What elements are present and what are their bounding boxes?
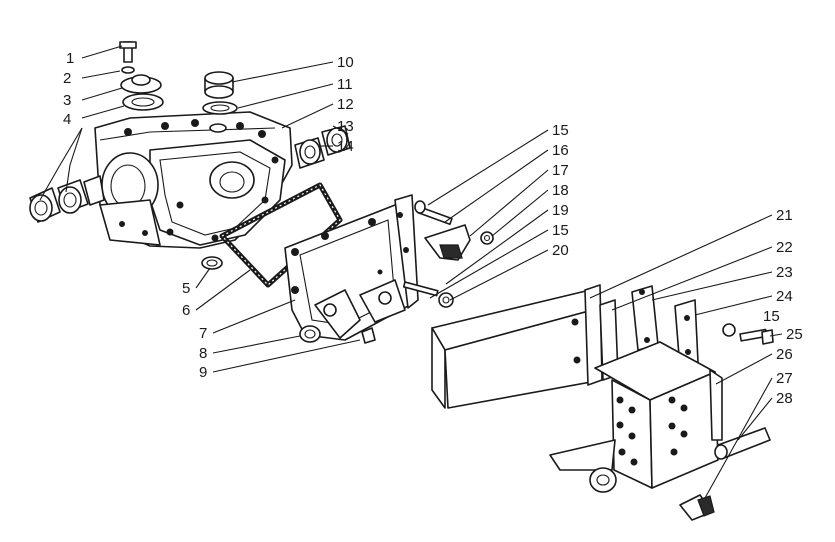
hitch-block-26 — [549, 341, 723, 493]
callout-22: 22 — [776, 239, 793, 256]
callout-20: 20 — [552, 242, 569, 259]
callout-7: 7 — [199, 325, 207, 342]
callout-15-a: 15 — [552, 122, 569, 139]
left-bushings — [29, 175, 105, 223]
washer-18 — [480, 231, 494, 245]
latch-17 — [424, 224, 471, 261]
callout-18: 18 — [552, 182, 569, 199]
callout-11: 11 — [337, 76, 353, 93]
bolt-19-20 — [402, 281, 454, 308]
callout-23: 23 — [776, 264, 793, 281]
callout-8: 8 — [199, 345, 207, 362]
callout-12: 12 — [337, 96, 354, 113]
callout-15-b: 15 — [552, 222, 569, 239]
callout-16: 16 — [552, 142, 569, 159]
callout-19: 19 — [552, 202, 569, 219]
callout-3: 3 — [63, 92, 71, 109]
callout-1: 1 — [66, 50, 74, 67]
callout-28: 28 — [776, 390, 793, 407]
callout-15-c: 15 — [763, 308, 780, 325]
right-bushings — [294, 125, 351, 169]
callout-5: 5 — [182, 280, 190, 297]
gear-housing — [94, 111, 293, 249]
callout-24: 24 — [776, 288, 793, 305]
grease-nipple-9 — [361, 327, 376, 344]
callout-4: 4 — [63, 111, 71, 128]
callout-25: 25 — [786, 326, 803, 343]
link-23 — [631, 285, 659, 351]
cover-plate-7 — [284, 194, 419, 341]
pin-28 — [714, 427, 771, 460]
gasket-6 — [219, 182, 343, 288]
washer-5 — [201, 256, 223, 270]
callout-6: 6 — [182, 302, 190, 319]
callout-10: 10 — [337, 54, 354, 71]
bolt-15-16 — [414, 200, 453, 226]
callout-2: 2 — [63, 70, 71, 87]
callout-numbers: 1 2 3 4 5 6 7 8 9 10 11 12 13 14 15 16 1… — [63, 50, 803, 407]
screw-27 — [679, 494, 715, 521]
top-small-parts — [119, 41, 238, 115]
callout-27: 27 — [776, 370, 793, 387]
callout-21: 21 — [776, 207, 793, 224]
callout-9: 9 — [199, 364, 207, 381]
plate-24 — [674, 299, 699, 369]
callout-17: 17 — [552, 162, 569, 179]
callout-14: 14 — [337, 138, 354, 155]
drawbar-bracket-21 — [431, 284, 603, 409]
plug-8 — [299, 325, 321, 343]
bolt-25 — [722, 323, 774, 345]
leader-lines — [39, 45, 783, 499]
callout-13: 13 — [337, 118, 354, 135]
callout-26: 26 — [776, 346, 793, 363]
